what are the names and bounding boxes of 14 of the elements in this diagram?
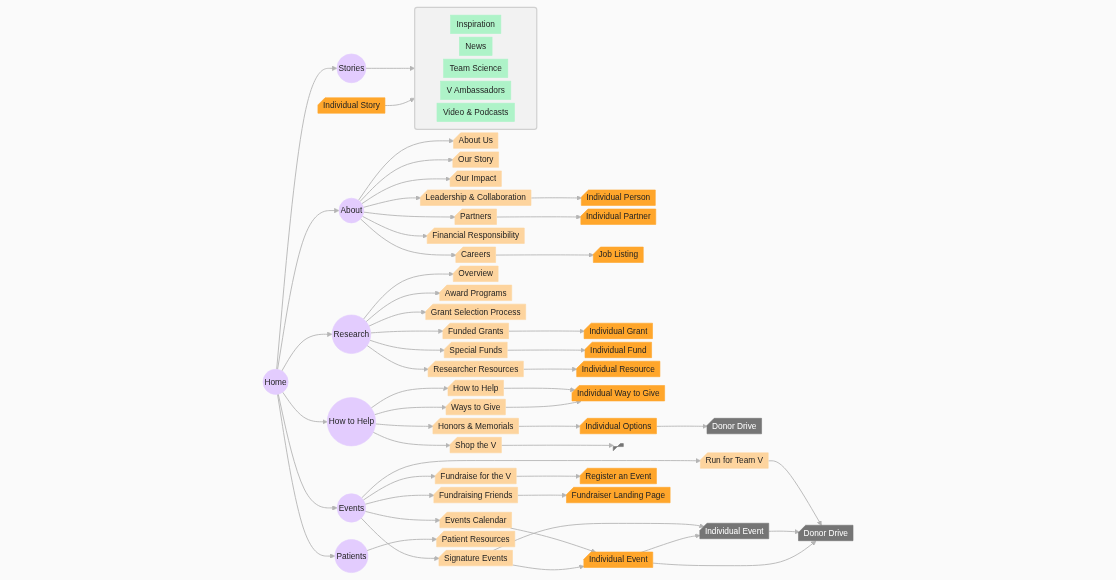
node-circle: Patients: [334, 539, 369, 573]
node-circle: How to Help: [326, 397, 376, 447]
node-box: Inspiration: [450, 14, 502, 34]
cluster: [414, 6, 538, 130]
node-box: News: [459, 36, 493, 56]
node-circle: Home: [262, 368, 289, 395]
node-circle: Research: [331, 314, 372, 354]
node-box: [612, 443, 624, 452]
node-box: Team Science: [443, 58, 509, 78]
node-circle: Events: [336, 493, 366, 523]
node-circle: About: [338, 197, 365, 224]
node-circle: Stories: [336, 53, 367, 84]
node-box: Video & Podcasts: [436, 102, 515, 122]
node-box: V Ambassadors: [440, 80, 512, 100]
